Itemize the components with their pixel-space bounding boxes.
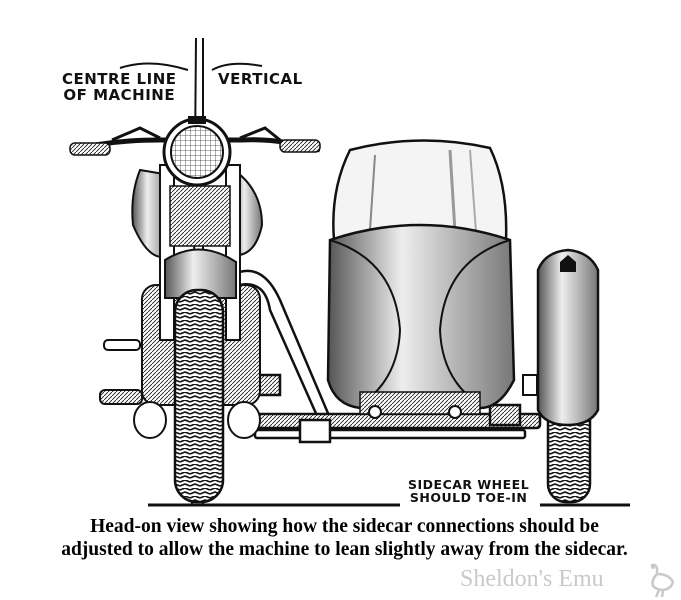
emu-logo-icon	[650, 563, 675, 598]
sidecar-chassis	[231, 269, 542, 444]
motorcycle-sidecar-illustration	[69, 37, 630, 507]
motorcycle	[69, 116, 321, 504]
centre-line-label: CENTRE LINE OF MACHINE	[62, 70, 177, 104]
of-machine-text: OF MACHINE	[63, 85, 176, 104]
figure-caption: Head-on view showing how the sidecar con…	[22, 515, 667, 561]
caption-line-2: adjusted to allow the machine to lean sl…	[61, 539, 628, 560]
watermark-text: Sheldon's Emu	[460, 566, 604, 592]
sidecar-wheel	[522, 248, 600, 504]
sidecar-wheel-text: SIDECAR WHEEL	[408, 477, 530, 492]
sidecar-body	[326, 139, 516, 419]
should-toe-in-text: SHOULD TOE-IN	[409, 490, 528, 506]
sidecar-wheel-label: SIDECAR WHEEL SHOULD TOE-IN	[408, 478, 529, 504]
caption-line-1: Head-on view showing how the sidecar con…	[90, 516, 599, 537]
centre-line-text: CENTRE LINE	[62, 70, 177, 88]
vertical-label: VERTICAL	[218, 70, 303, 88]
